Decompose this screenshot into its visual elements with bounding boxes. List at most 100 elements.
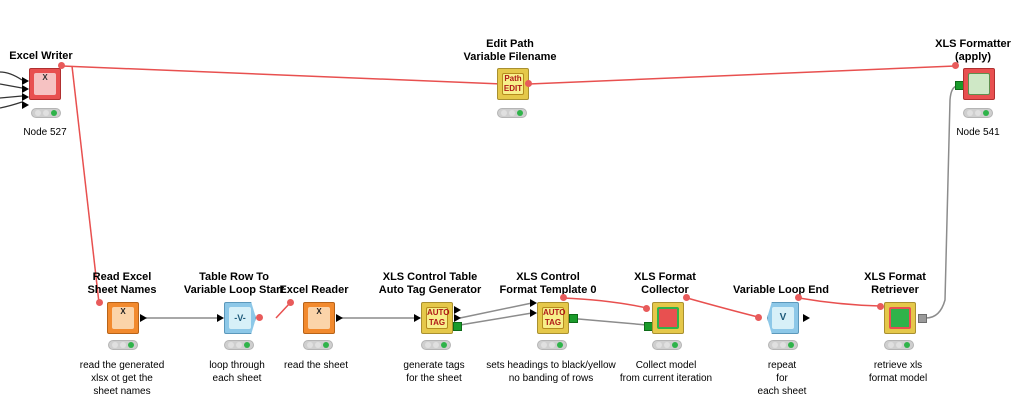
node-title: (apply): [954, 51, 992, 63]
node-title: Auto Tag Generator: [378, 284, 482, 296]
status-indicator: [421, 340, 451, 350]
output-port[interactable]: [454, 306, 461, 314]
node-annotation: sets headings to black/yellow: [486, 360, 616, 371]
variable-port[interactable]: [643, 305, 650, 312]
variable-connection[interactable]: [686, 297, 759, 318]
output-port[interactable]: [336, 314, 343, 322]
input-port[interactable]: [217, 314, 224, 322]
node-annotation: format model: [868, 373, 928, 384]
node-annotation: no banding of rows: [508, 373, 594, 384]
node-annotation: Node 541: [956, 127, 1000, 138]
node-title: Collector: [641, 284, 689, 296]
data-connection[interactable]: [566, 317, 648, 326]
variable-connection[interactable]: [798, 297, 881, 307]
node-title: XLS Format: [864, 271, 926, 283]
variable-port[interactable]: [877, 303, 884, 310]
node-annotation: for: [776, 373, 788, 384]
input-port[interactable]: [22, 77, 29, 85]
input-port[interactable]: [530, 299, 537, 307]
loop-end-icon[interactable]: V: [767, 302, 799, 334]
node-title: Edit Path: [486, 38, 534, 50]
data-connection[interactable]: [459, 312, 533, 326]
variable-port[interactable]: [683, 294, 690, 301]
status-indicator: [108, 340, 138, 350]
node-title: Format Template 0: [499, 284, 597, 296]
variable-port[interactable]: [58, 62, 65, 69]
node-annotation: retrieve xls: [873, 360, 923, 371]
variable-port[interactable]: [795, 294, 802, 301]
node-annotation: from current iteration: [619, 373, 713, 384]
node-annotation: read the generated: [79, 360, 165, 371]
node-annotation: sheet names: [93, 386, 151, 397]
variable-connection[interactable]: [562, 297, 648, 309]
node-annotation: xlsx ot get the: [91, 373, 153, 384]
status-indicator: [303, 340, 333, 350]
variable-port[interactable]: [287, 299, 294, 306]
node-title: XLS Formatter: [935, 38, 1011, 50]
input-port[interactable]: [530, 309, 537, 317]
variable-connection[interactable]: [528, 65, 956, 85]
variable-port[interactable]: [560, 294, 567, 301]
data-connection[interactable]: [0, 95, 23, 99]
node-annotation: loop through: [209, 360, 265, 371]
variable-connection[interactable]: [71, 65, 100, 304]
node-title: XLS Control Table: [382, 271, 478, 283]
variable-port[interactable]: [256, 314, 263, 321]
status-indicator: [652, 340, 682, 350]
format-collector-icon[interactable]: [652, 302, 684, 334]
output-port[interactable]: [140, 314, 147, 322]
data-connection[interactable]: [0, 101, 23, 109]
variable-port[interactable]: [525, 80, 532, 87]
variable-port[interactable]: [952, 62, 959, 69]
node-annotation: repeat: [767, 360, 797, 371]
output-port[interactable]: [803, 314, 810, 322]
variable-connection[interactable]: [275, 302, 291, 319]
status-indicator: [884, 340, 914, 350]
node-title: Variable Loop End: [733, 284, 829, 296]
input-port[interactable]: [414, 314, 421, 322]
node-annotation: read the sheet: [284, 360, 348, 371]
excel-sheet-reader-icon[interactable]: X: [107, 302, 139, 334]
variable-connection[interactable]: [61, 65, 503, 85]
data-connection[interactable]: [925, 85, 959, 319]
node-annotation: Node 527: [23, 127, 67, 138]
status-indicator: [31, 108, 61, 118]
output-port[interactable]: [454, 314, 461, 322]
node-annotation: for the sheet: [406, 373, 462, 384]
variable-port[interactable]: [755, 314, 762, 321]
output-port[interactable]: [918, 314, 927, 323]
output-port[interactable]: [569, 314, 578, 323]
data-connection[interactable]: [459, 302, 533, 319]
status-indicator: [537, 340, 567, 350]
node-annotation: Collect model: [635, 360, 697, 371]
node-title: Variable Loop Start: [183, 284, 285, 296]
format-retriever-icon[interactable]: [884, 302, 916, 334]
loop-start-icon[interactable]: -V-: [224, 302, 256, 334]
input-port[interactable]: [22, 93, 29, 101]
node-title: Excel Reader: [279, 284, 349, 296]
node-title: Excel Writer: [9, 50, 73, 62]
output-port[interactable]: [453, 322, 462, 331]
data-connection[interactable]: [0, 71, 23, 81]
status-indicator: [497, 108, 527, 118]
input-port[interactable]: [22, 101, 29, 109]
status-indicator: [768, 340, 798, 350]
node-title: Retriever: [871, 284, 919, 296]
node-title: Variable Filename: [463, 51, 557, 63]
status-indicator: [224, 340, 254, 350]
xls-formatter-icon[interactable]: [963, 68, 995, 100]
node-title: Table Row To: [199, 271, 269, 283]
data-connection[interactable]: [0, 83, 23, 89]
excel-reader-icon[interactable]: X: [303, 302, 335, 334]
variable-port[interactable]: [96, 299, 103, 306]
input-port[interactable]: [22, 85, 29, 93]
node-title: XLS Control: [516, 271, 580, 283]
excel-writer-icon[interactable]: X: [29, 68, 61, 100]
status-indicator: [963, 108, 993, 118]
node-annotation: generate tags: [403, 360, 465, 371]
